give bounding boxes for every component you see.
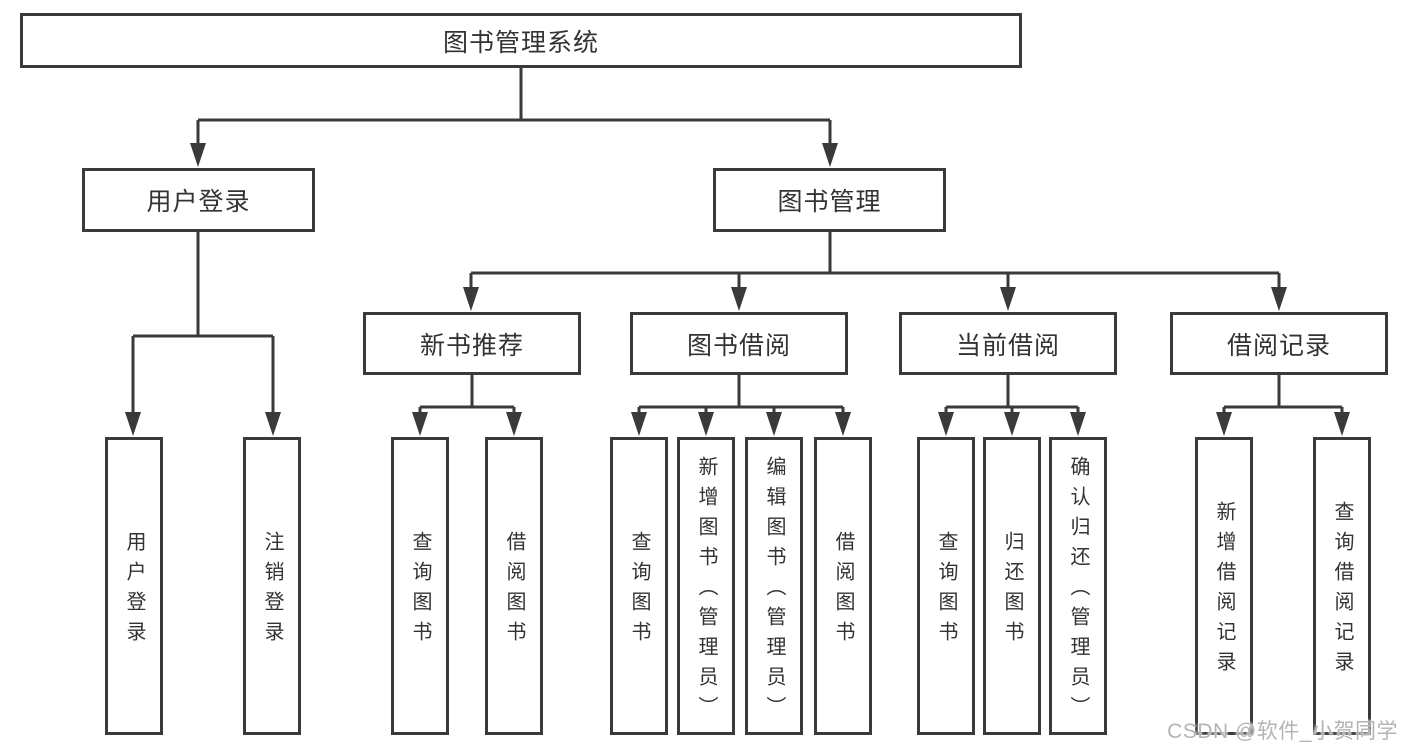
leaf-edit-books-admin: 编辑图书（管理员） — [745, 437, 803, 735]
leaf-query-books-borrow: 查询图书 — [610, 437, 668, 735]
node-label: 用户登录 — [123, 531, 145, 651]
leaf-query-books-recommend: 查询图书 — [391, 437, 449, 735]
leaf-add-borrow-record: 新增借阅记录 — [1195, 437, 1253, 735]
node-label: 查询借阅记录 — [1331, 501, 1353, 681]
node-label: 图书借阅 — [686, 331, 791, 360]
node-current-borrow: 当前借阅 — [899, 312, 1117, 375]
arrowhead — [190, 143, 206, 167]
arrowhead — [463, 287, 479, 311]
arrowhead — [1334, 412, 1350, 436]
connector-book-management-children — [463, 232, 1287, 311]
connector-current-borrow-children — [938, 375, 1086, 436]
arrowhead — [1070, 412, 1086, 436]
arrowhead — [835, 412, 851, 436]
node-borrow-records: 借阅记录 — [1170, 312, 1388, 375]
node-label: 查询图书 — [935, 531, 957, 651]
arrowhead — [1004, 412, 1020, 436]
connector-book-borrow-children — [631, 375, 851, 436]
arrowhead — [506, 412, 522, 436]
node-label: 查询图书 — [628, 531, 650, 651]
leaf-borrow-books: 借阅图书 — [814, 437, 872, 735]
node-label: 查询图书 — [409, 531, 431, 651]
node-user-login: 用户登录 — [82, 168, 315, 232]
node-label: 借阅记录 — [1226, 331, 1331, 360]
connector-borrow-records-children — [1216, 375, 1350, 436]
node-book-borrow: 图书借阅 — [630, 312, 848, 375]
arrowhead — [1271, 287, 1287, 311]
node-label: 借阅图书 — [503, 531, 525, 651]
connector-root-to-level2 — [190, 68, 838, 167]
node-label: 新书推荐 — [419, 331, 524, 360]
node-new-book-recommend: 新书推荐 — [363, 312, 581, 375]
connector-new-book-recommend-children — [412, 375, 522, 436]
node-label: 注销登录 — [261, 531, 283, 651]
arrowhead — [125, 412, 141, 436]
leaf-borrow-books-recommend: 借阅图书 — [485, 437, 543, 735]
arrowhead — [1216, 412, 1232, 436]
csdn-watermark: CSDN @软件_小贺同学 — [1167, 720, 1398, 743]
node-label: 用户登录 — [146, 188, 251, 216]
node-label: 归还图书 — [1001, 531, 1023, 651]
node-library-management-system: 图书管理系统 — [20, 13, 1022, 68]
arrowhead — [631, 412, 647, 436]
node-label: 新增借阅记录 — [1213, 501, 1235, 681]
leaf-query-books-current: 查询图书 — [917, 437, 975, 735]
node-label: 图书管理系统 — [442, 28, 599, 57]
arrowhead — [412, 412, 428, 436]
arrowhead — [698, 412, 714, 436]
arrowhead — [938, 412, 954, 436]
leaf-return-books: 归还图书 — [983, 437, 1041, 735]
leaf-query-borrow-record: 查询借阅记录 — [1313, 437, 1371, 735]
leaf-user-login: 用户登录 — [105, 437, 163, 735]
node-label: 新增图书（管理员） — [695, 456, 717, 726]
arrowhead — [731, 287, 747, 311]
leaf-add-books-admin: 新增图书（管理员） — [677, 437, 735, 735]
node-label: 确认归还（管理员） — [1067, 456, 1089, 726]
arrowhead — [1000, 287, 1016, 311]
node-label: 借阅图书 — [832, 531, 854, 651]
node-book-management: 图书管理 — [713, 168, 946, 232]
arrowhead — [766, 412, 782, 436]
arrowhead — [822, 143, 838, 167]
arrowhead — [265, 412, 281, 436]
leaf-confirm-return-admin: 确认归还（管理员） — [1049, 437, 1107, 735]
node-label: 当前借阅 — [955, 331, 1060, 360]
leaf-logout: 注销登录 — [243, 437, 301, 735]
connector-user-login-children — [125, 232, 281, 436]
node-label: 编辑图书（管理员） — [763, 456, 785, 726]
node-label: 图书管理 — [777, 188, 882, 216]
